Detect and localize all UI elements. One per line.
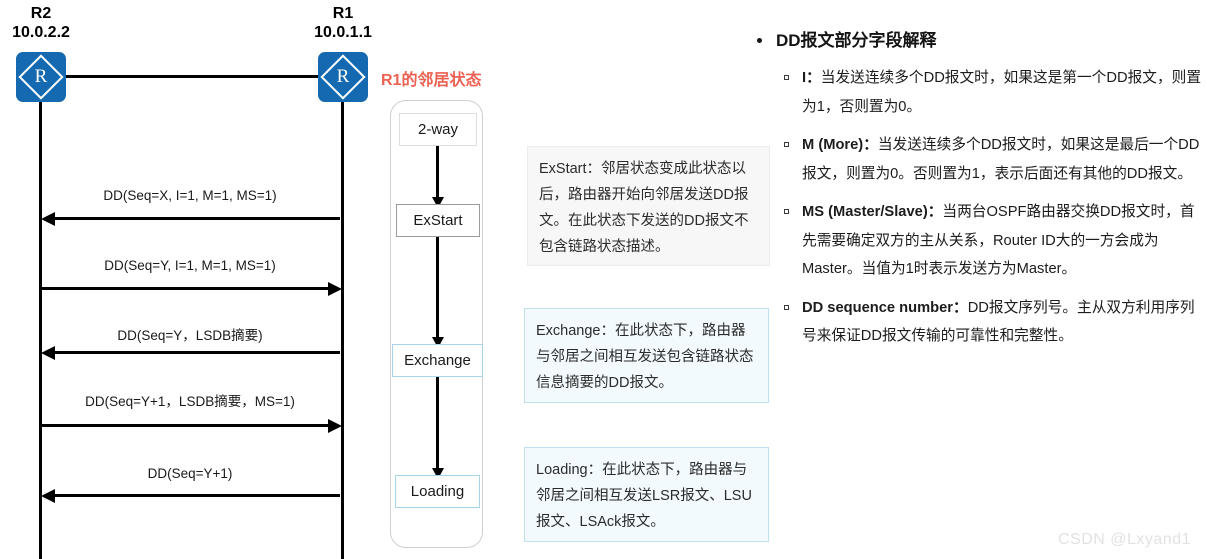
- message-arrow-line: [52, 217, 340, 220]
- message-arrow-head-left: [41, 488, 55, 503]
- state-flow-arrow-head: [432, 337, 444, 348]
- explanation-text: 当发送连续多个DD报文时，如果这是最后一个DD报文，则置为0。否则置为1，表示后…: [802, 137, 1200, 182]
- state-flow-arrow-head: [432, 468, 444, 479]
- state-box-2way[interactable]: 2-way: [399, 113, 477, 146]
- router-glyph-r: R: [336, 66, 350, 87]
- node-name-r2: R2: [30, 5, 52, 22]
- message-label: DD(Seq=Y+1，LSDB摘要，MS=1): [85, 394, 295, 409]
- bullet-square-icon: [784, 75, 789, 80]
- callout-exstart: ExStart：邻居状态变成此状态以后，路由器开始向邻居发送DD报文。在此状态下…: [527, 146, 770, 266]
- message-label: DD(Seq=Y, I=1, M=1, MS=1): [104, 258, 276, 273]
- explanation-item-ddseq: DD sequence number：DD报文序列号。主从双方利用序列号来保证D…: [748, 294, 1207, 351]
- neighbor-state-caption: R1的邻居状态: [381, 72, 482, 89]
- message-arrow-line: [52, 351, 340, 354]
- explanation-title: DD报文部分字段解释: [748, 28, 1207, 54]
- bullet-square-icon: [784, 209, 789, 214]
- explanation-item-ms: MS (Master/Slave)：当两台OSPF路由器交换DD报文时，首先需要…: [748, 198, 1207, 284]
- node-label-r1: R1 10.0.1.1: [302, 4, 384, 42]
- bullet-square-icon: [784, 142, 789, 147]
- watermark: CSDN @Lxyand1: [1057, 531, 1191, 548]
- message-arrow-line: [41, 424, 329, 427]
- message-arrow-head-right: [328, 281, 342, 296]
- router-icon-r1: R: [318, 52, 368, 102]
- state-flow-arrow-line: [436, 377, 439, 470]
- message-label: DD(Seq=X, I=1, M=1, MS=1): [103, 188, 277, 203]
- router-icon-r2: R: [16, 52, 66, 102]
- dd-field-explanation-panel: DD报文部分字段解释 I：当发送连续多个DD报文时，如果这是第一个DD报文，则置…: [748, 28, 1207, 351]
- message-arrow-line: [41, 287, 329, 290]
- explanation-term: I：: [802, 70, 821, 86]
- message-arrow-head-right: [328, 418, 342, 433]
- state-box-exchange[interactable]: Exchange: [392, 344, 483, 377]
- bullet-dot-icon: [757, 38, 762, 43]
- node-ip-r2: 10.0.2.2: [12, 24, 70, 41]
- neighbor-state-flow-container: 2-way ExStart Exchange Loading: [390, 100, 483, 548]
- explanation-term: MS (Master/Slave)：: [802, 204, 943, 220]
- node-name-r1: R1: [332, 5, 354, 22]
- state-flow-arrow-line: [436, 237, 439, 339]
- node-ip-r1: 10.0.1.1: [314, 24, 372, 41]
- router-link-line: [66, 75, 318, 78]
- node-label-r2: R2 10.0.2.2: [0, 4, 82, 42]
- explanation-text: 当两台OSPF路由器交换DD报文时，首先需要确定双方的主从关系，Router I…: [802, 204, 1195, 277]
- explanation-item-i: I：当发送连续多个DD报文时，如果这是第一个DD报文，则置为1，否则置为0。: [748, 64, 1207, 121]
- state-flow-arrow-head: [432, 197, 444, 208]
- explanation-text: 当发送连续多个DD报文时，如果这是第一个DD报文，则置为1，否则置为0。: [802, 70, 1202, 115]
- callout-loading: Loading：在此状态下，路由器与邻居之间相互发送LSR报文、LSU报文、LS…: [524, 447, 769, 542]
- lifeline-r1: [341, 102, 344, 559]
- state-box-exstart[interactable]: ExStart: [396, 204, 480, 237]
- lifeline-r2: [39, 102, 42, 559]
- callout-exchange: Exchange：在此状态下，路由器与邻居之间相互发送包含链路状态信息摘要的DD…: [524, 308, 769, 403]
- message-arrow-head-left: [41, 211, 55, 226]
- explanation-title-text: DD报文部分字段解释: [776, 31, 937, 50]
- state-box-loading[interactable]: Loading: [395, 475, 480, 508]
- state-flow-arrow-line: [436, 146, 439, 199]
- message-arrow-line: [52, 494, 340, 497]
- explanation-item-m: M (More)：当发送连续多个DD报文时，如果这是最后一个DD报文，则置为0。…: [748, 131, 1207, 188]
- message-label: DD(Seq=Y，LSDB摘要): [117, 328, 263, 343]
- explanation-term: DD sequence number：: [802, 299, 968, 316]
- message-arrow-head-left: [41, 345, 55, 360]
- explanation-text: DD报文序列号。主从双方利用序列号来保证DD报文传输的可靠性和完整性。: [802, 299, 1195, 345]
- message-label: DD(Seq=Y+1): [147, 466, 233, 481]
- explanation-term: M (More)：: [802, 137, 878, 153]
- bullet-square-icon: [784, 304, 789, 310]
- router-glyph-r: R: [34, 66, 48, 87]
- sequence-diagram: R2 10.0.2.2 R R1 10.0.1.1 R DD(Seq=X, I=…: [0, 0, 372, 559]
